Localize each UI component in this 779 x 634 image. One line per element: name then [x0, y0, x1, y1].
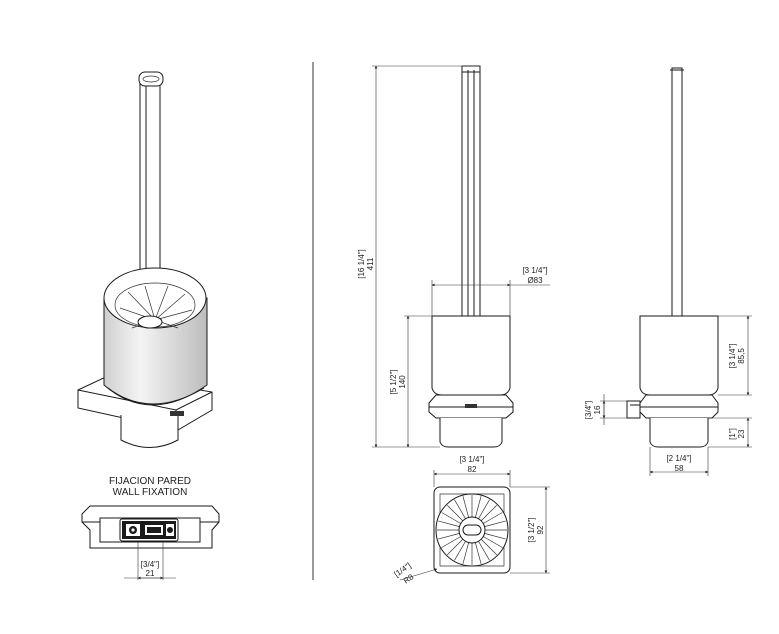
- brush-spoke: [462, 496, 469, 518]
- diameter-mm: Ø83: [527, 276, 543, 285]
- diameter-in: [3 1/4"]: [522, 266, 547, 275]
- brush-spoke: [484, 533, 506, 540]
- wall-fixation-view: FIJACION PARED WALL FIXATION [3/4"] 21: [81, 476, 220, 580]
- bracket-in: [3/4"]: [584, 401, 593, 419]
- total-height-mm: 411: [366, 257, 375, 270]
- bottom-in: [1"]: [728, 428, 737, 440]
- brush-spoke: [447, 538, 464, 555]
- brush-spoke: [454, 541, 466, 561]
- bracket-mm: 16: [593, 405, 602, 414]
- top-depth-in: [3 1/2"]: [527, 517, 536, 542]
- brush-spoke: [462, 542, 469, 564]
- brush-spoke: [483, 512, 503, 524]
- wall-fixation-label-en: WALL FIXATION: [113, 487, 188, 498]
- brush-spoke: [441, 512, 461, 524]
- brush-spoke: [484, 520, 506, 527]
- mount-width-mm: 21: [146, 569, 155, 578]
- brush-spoke: [475, 496, 482, 518]
- brush-spoke: [478, 541, 490, 561]
- base-width-mm: 58: [675, 464, 684, 473]
- top-width-in: [3 1/4"]: [459, 455, 484, 464]
- perspective-view: [77, 71, 213, 448]
- bottom-mm: 23: [737, 429, 746, 438]
- brush-spoke: [480, 538, 497, 555]
- side-height-mm: 85,5: [737, 348, 746, 364]
- brush-spoke: [480, 505, 497, 522]
- top-depth-mm: 92: [536, 525, 545, 534]
- brush-spoke: [438, 520, 460, 527]
- cup-height-mm: 140: [398, 375, 407, 389]
- brush-spoke: [478, 499, 490, 519]
- base-width-in: [2 1/4"]: [666, 454, 691, 463]
- brush-spoke: [447, 505, 464, 522]
- front-elevation-view: [16 1/4"] 411 [5 1/2"] 140 [3 1/4"] Ø83: [357, 65, 550, 448]
- brush-spoke: [441, 536, 461, 548]
- brush-spoke: [483, 536, 503, 548]
- top-width-mm: 82: [468, 465, 477, 474]
- side-elevation-view: [3 1/4"] 85,5 [3/4"] 16 [1"] 23 [2 1/4"]…: [584, 67, 752, 476]
- cup-height-in: [5 1/2"]: [389, 369, 398, 394]
- brush-spoke: [475, 542, 482, 564]
- brush-spoke: [454, 499, 466, 519]
- total-height-in: [16 1/4"]: [357, 249, 366, 279]
- wall-fixation-label-es: FIJACION PARED: [109, 476, 191, 487]
- mount-width-in: [3/4"]: [141, 560, 159, 569]
- top-view: [3 1/4"] 82 [3 1/2"] 92 [1/4"] R8: [392, 455, 550, 586]
- side-height-in: [3 1/4"]: [728, 343, 737, 368]
- brush-spoke: [438, 533, 460, 540]
